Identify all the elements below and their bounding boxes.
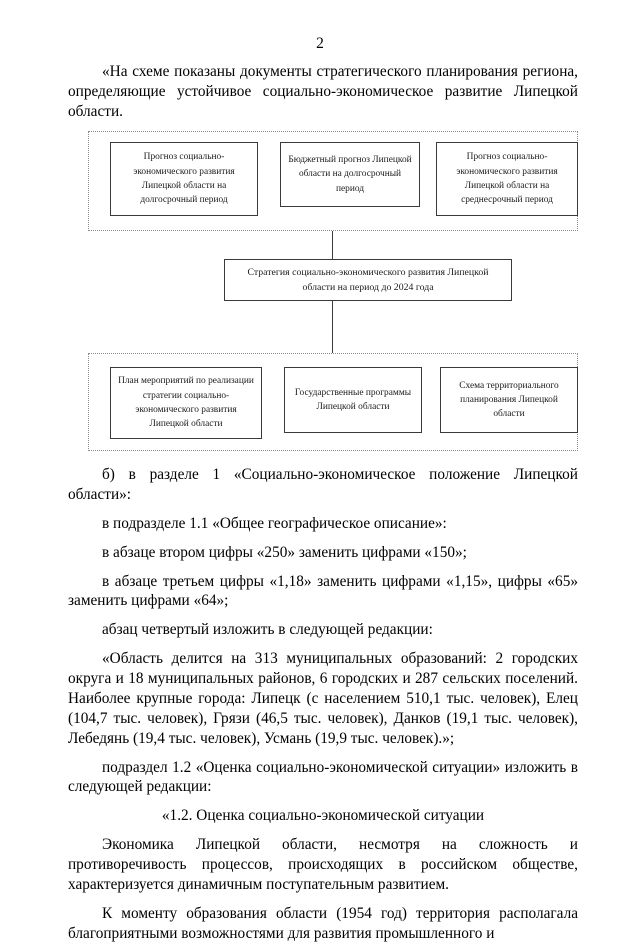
page-number: 2 (316, 35, 324, 52)
diagram-node-action-plan[interactable]: План мероприятий по реализации стратегии… (110, 367, 262, 439)
diagram-connector-top (332, 231, 333, 259)
paragraph-municipal-structure: «Область делится на 313 муниципальных об… (68, 650, 578, 747)
diagram-node-strategy[interactable]: Стратегия социально-экономического разви… (224, 259, 512, 301)
paragraph-economy: Экономика Липецкой области, несмотря на … (68, 836, 578, 893)
diagram-connector-bottom (332, 301, 333, 353)
document-page: 2 «На схеме показаны документы стратегич… (68, 35, 578, 942)
diagram-node-label: Стратегия социально-экономического разви… (247, 266, 489, 293)
document-body-lower: б) в разделе 1 «Социально-экономическое … (68, 465, 578, 944)
diagram-node-territorial-planning[interactable]: Схема территориального планирования Липе… (440, 367, 578, 433)
paragraph-history-1954: К моменту образования области (1954 год)… (68, 904, 578, 942)
diagram-node-label: Государственные программы Липецкой облас… (294, 387, 412, 412)
diagram-node-forecast-long-term[interactable]: Прогноз социально-экономического развити… (110, 142, 258, 216)
intro-paragraph: «На схеме показаны документы стратегичес… (68, 63, 578, 120)
diagram-node-forecast-mid-term[interactable]: Прогноз социально-экономического развити… (436, 142, 578, 216)
paragraph-amend-118-115: в абзаце третьем цифры «1,18» заменить ц… (68, 572, 578, 610)
diagram-node-label: Прогноз социально-экономического развити… (133, 152, 235, 206)
diagram-node-label: План мероприятий по реализации стратегии… (118, 376, 254, 430)
diagram-node-label: Бюджетный прогноз Липецкой области на до… (288, 155, 412, 194)
heading-1-2: «1.2. Оценка социально-экономической сит… (161, 807, 485, 825)
paragraph-amend-fourth: абзац четвертый изложить в следующей ред… (102, 621, 433, 639)
diagram-node-state-programs[interactable]: Государственные программы Липецкой облас… (284, 367, 422, 433)
paragraph-subsection-1-2: подраздел 1.2 «Оценка социально-экономич… (68, 758, 578, 796)
paragraph-subsection-1-1: в подразделе 1.1 «Общее географическое о… (102, 514, 447, 532)
diagram-node-label: Прогноз социально-экономического развити… (456, 152, 558, 206)
strategic-planning-diagram: Прогноз социально-экономического развити… (88, 131, 578, 451)
diagram-node-budget-forecast[interactable]: Бюджетный прогноз Липецкой области на до… (280, 142, 420, 207)
diagram-node-label: Схема территориального планирования Липе… (459, 380, 559, 420)
paragraph-section-b: б) в разделе 1 «Социально-экономическое … (68, 466, 578, 503)
paragraph-amend-250-150: в абзаце втором цифры «250» заменить циф… (102, 543, 467, 561)
document-body: «На схеме показаны документы стратегичес… (68, 62, 578, 122)
